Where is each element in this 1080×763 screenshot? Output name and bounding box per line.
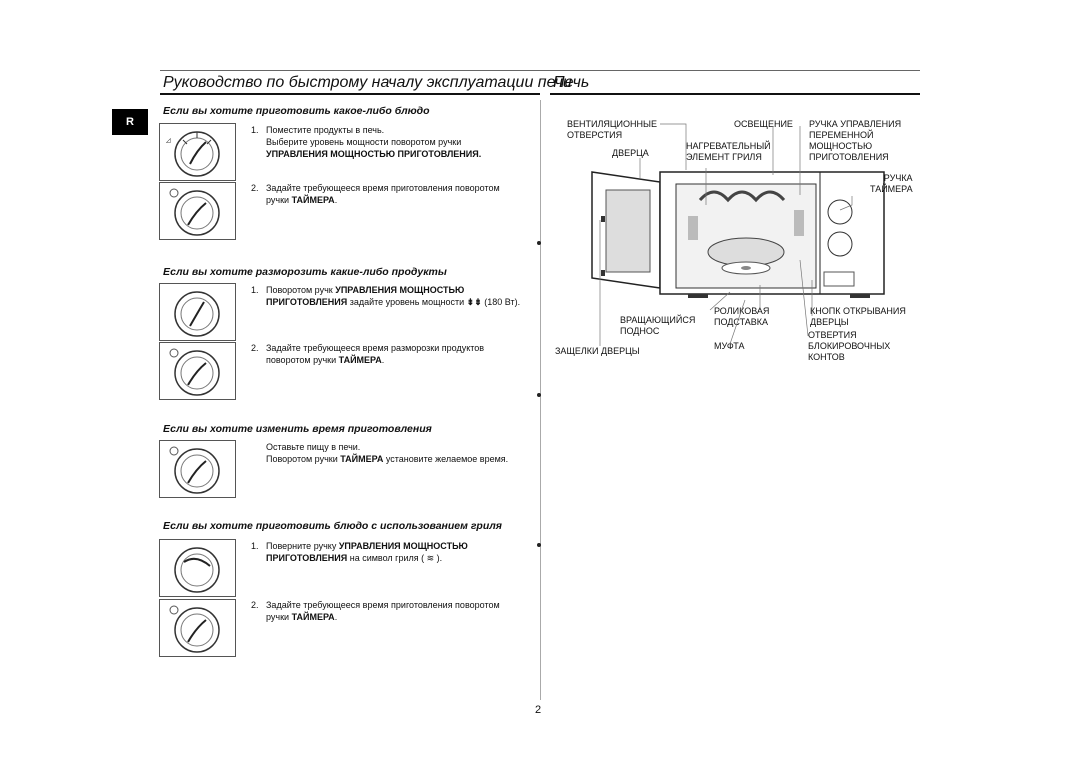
right-page-header: Печь — [553, 74, 590, 91]
label-latches: ЗАЩЕЛКИ ДВЕРЦЫ — [555, 346, 640, 356]
label-light: ОСВЕЩЕНИЕ — [734, 119, 793, 129]
label-vents: ВЕНТИЛЯЦИОННЫЕ ОТВЕРСТИЯ — [567, 119, 657, 140]
bullet-dot — [537, 241, 541, 245]
power-dial-illustration — [159, 539, 236, 597]
label-timer-knob: РУЧКА ТАЙМЕРА — [870, 173, 913, 194]
page-number: 2 — [535, 704, 542, 716]
timer-dial-illustration — [159, 342, 236, 400]
language-tab: R — [112, 109, 148, 135]
label-roller: РОЛИКОВАЯ ПОДСТАВКА — [714, 306, 770, 327]
section-title-change-time: Если вы хотите изменить время приготовле… — [163, 423, 432, 435]
header-top-rule — [160, 70, 920, 71]
timer-dial-illustration — [159, 182, 236, 240]
bullet-dot — [537, 393, 541, 397]
power-dial-illustration: ◿ — [159, 123, 236, 181]
label-heater: НАГРЕВАТЕЛЬНЫЙ ЭЛЕМЕНТ ГРИЛЯ — [686, 141, 771, 162]
left-header-rule — [160, 93, 540, 95]
section-title-cook: Если вы хотите приготовить какое-либо бл… — [163, 105, 430, 117]
timer-dial-illustration — [159, 440, 236, 498]
bullet-dot — [537, 543, 541, 547]
power-dial-illustration — [159, 283, 236, 341]
grill-icon: ≋ — [424, 553, 437, 563]
timer-dial-illustration — [159, 599, 236, 657]
svg-text:◿: ◿ — [166, 138, 171, 144]
label-coupler: МУФТА — [714, 341, 745, 351]
label-lock-holes: ОТВЕРТИЯ БЛОКИРОВОЧНЫХ КОНТОВ — [808, 330, 891, 362]
oven-diagram — [588, 160, 888, 300]
defrost-icon: ⇟⇟ — [466, 297, 482, 307]
section-title-defrost: Если вы хотите разморозить какие-либо пр… — [163, 266, 447, 278]
column-divider — [540, 100, 541, 700]
label-turntable: ВРАЩАЮЩИЙСЯ ПОДНОС — [620, 315, 696, 336]
label-power-knob: РУЧКА УПРАВЛЕНИЯ ПЕРЕМЕННОЙ МОЩНОСТЬЮ ПР… — [809, 119, 902, 162]
right-header-rule — [550, 93, 920, 95]
label-door: ДВЕРЦА — [612, 148, 649, 158]
section-title-grill: Если вы хотите приготовить блюдо с испол… — [163, 520, 502, 532]
left-page-header: Руководство по быстрому началу эксплуата… — [163, 74, 572, 91]
label-door-button: КНОПК ОТКРЫВАНИЯ ДВЕРЦЫ — [810, 306, 906, 327]
